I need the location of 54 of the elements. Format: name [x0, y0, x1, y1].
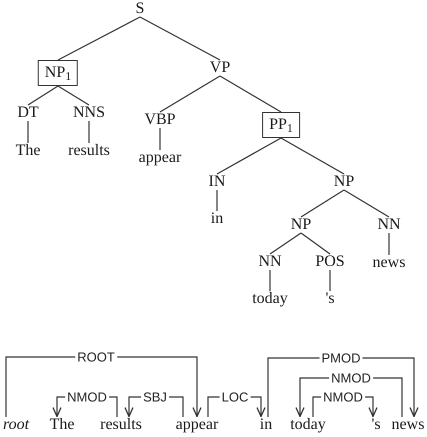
- edge-label: NMOD: [321, 390, 365, 404]
- tree-branch: [28, 86, 58, 106]
- word-label: 's: [325, 291, 335, 307]
- word-label: results: [100, 417, 142, 433]
- constituent-label: NP: [290, 217, 312, 233]
- word-label: today: [290, 417, 326, 433]
- edge-label: PMOD: [320, 352, 362, 364]
- word-label: appear: [138, 150, 182, 166]
- tree-branch: [58, 85, 90, 106]
- edge-label: LOC: [220, 390, 250, 404]
- constituent-label: S: [136, 1, 144, 17]
- root-label: root: [2, 417, 30, 433]
- constituent-label: VP: [210, 60, 230, 76]
- word-label: today: [252, 291, 288, 307]
- edge-label: SBJ: [141, 390, 169, 404]
- tree-branch: [160, 75, 220, 113]
- edge-label: ROOT: [75, 350, 117, 364]
- tree-branch: [388, 233, 390, 255]
- constituent-label: NP: [334, 174, 354, 190]
- word-label: results: [68, 143, 110, 159]
- constituent-label: IN: [208, 174, 226, 190]
- tree-branch: [220, 75, 282, 113]
- tree-branch: [329, 270, 331, 291]
- tree-branch: [280, 137, 344, 175]
- tree-branch: [300, 232, 330, 254]
- tree-branch: [344, 189, 390, 218]
- word-label: The: [16, 143, 40, 159]
- tree-branch: [216, 190, 218, 211]
- constituent-label: NN: [377, 217, 401, 233]
- boxed-constituent-label: NP$_{1}$: [38, 60, 78, 86]
- tree-branch: [216, 137, 282, 175]
- tree-branch: [269, 270, 271, 291]
- constituent-label: DT: [17, 105, 39, 121]
- word-label: in: [210, 211, 224, 227]
- tree-branch: [300, 190, 344, 218]
- tree-branch: [58, 16, 140, 61]
- constituent-label: VBP: [144, 112, 176, 128]
- tree-branch: [88, 121, 90, 143]
- edge-label: NMOD: [65, 390, 109, 404]
- word-label: in: [260, 417, 272, 433]
- tree-branch: [27, 121, 29, 143]
- constituent-label: NNS: [73, 105, 105, 121]
- word-label: news: [372, 255, 406, 271]
- boxed-constituent-label: PP$_{1}$: [262, 112, 300, 138]
- word-label: appear: [176, 417, 218, 433]
- constituent-label: NN: [258, 254, 282, 270]
- tree-branch: [159, 128, 161, 150]
- edge-label: NMOD: [329, 372, 373, 384]
- tree-branch: [270, 232, 302, 254]
- word-label: news: [392, 417, 424, 433]
- word-label: 's: [371, 417, 381, 433]
- word-label: The: [50, 417, 74, 433]
- tree-branch: [140, 16, 220, 61]
- constituent-label: POS: [315, 254, 345, 270]
